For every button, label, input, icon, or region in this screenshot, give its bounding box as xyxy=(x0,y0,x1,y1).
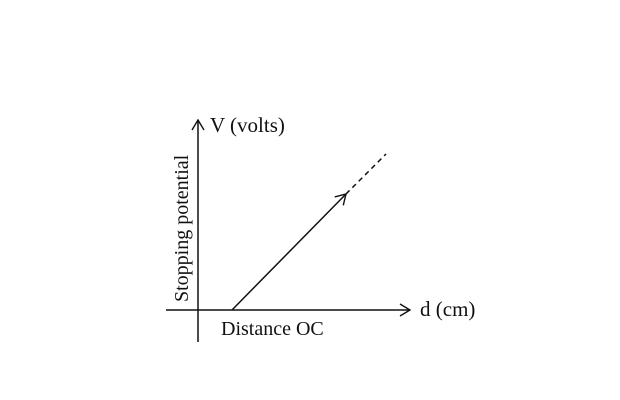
graph-line-extension xyxy=(345,153,387,195)
x-axis-label: d (cm) xyxy=(420,297,475,321)
graph-line xyxy=(231,193,347,311)
y-axis-title: Stopping potential xyxy=(171,154,193,302)
y-axis-label: V (volts) xyxy=(210,113,285,137)
x-axis-title: Distance OC xyxy=(221,318,324,340)
